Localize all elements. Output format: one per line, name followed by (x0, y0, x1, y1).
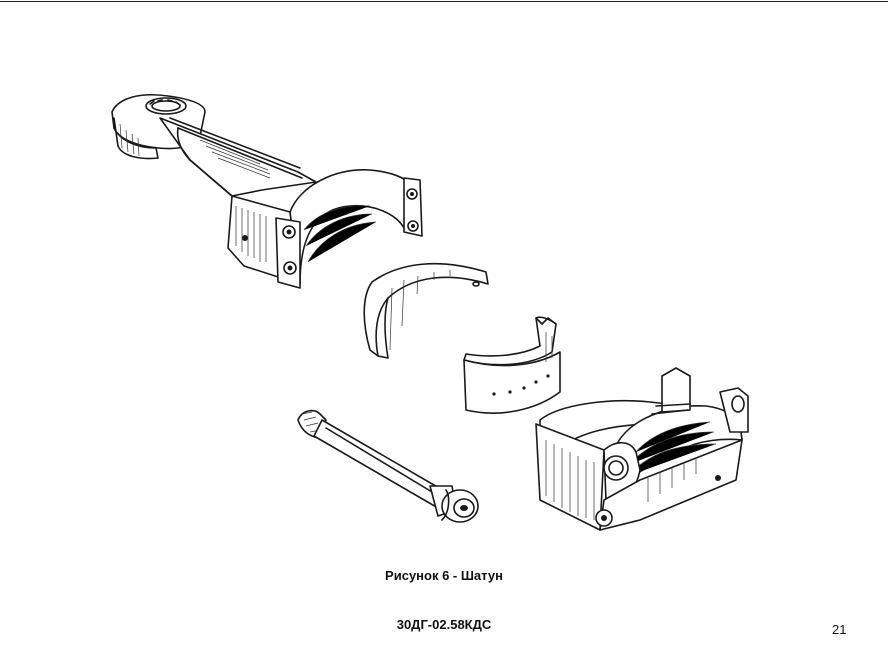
bearing-shell-upper (363, 262, 489, 359)
rod-cap (535, 367, 749, 531)
document-code: 30ДГ-02.58КДС (396, 617, 492, 632)
connecting-rod (111, 93, 423, 289)
rod-bolt (297, 409, 479, 523)
bearing-shell-lower (463, 316, 561, 414)
top-border-line (0, 1, 888, 2)
connecting-rod-exploded-drawing (111, 93, 749, 531)
figure-caption: Рисунок 6 - Шатун (385, 568, 503, 583)
page-number: 21 (832, 622, 847, 637)
